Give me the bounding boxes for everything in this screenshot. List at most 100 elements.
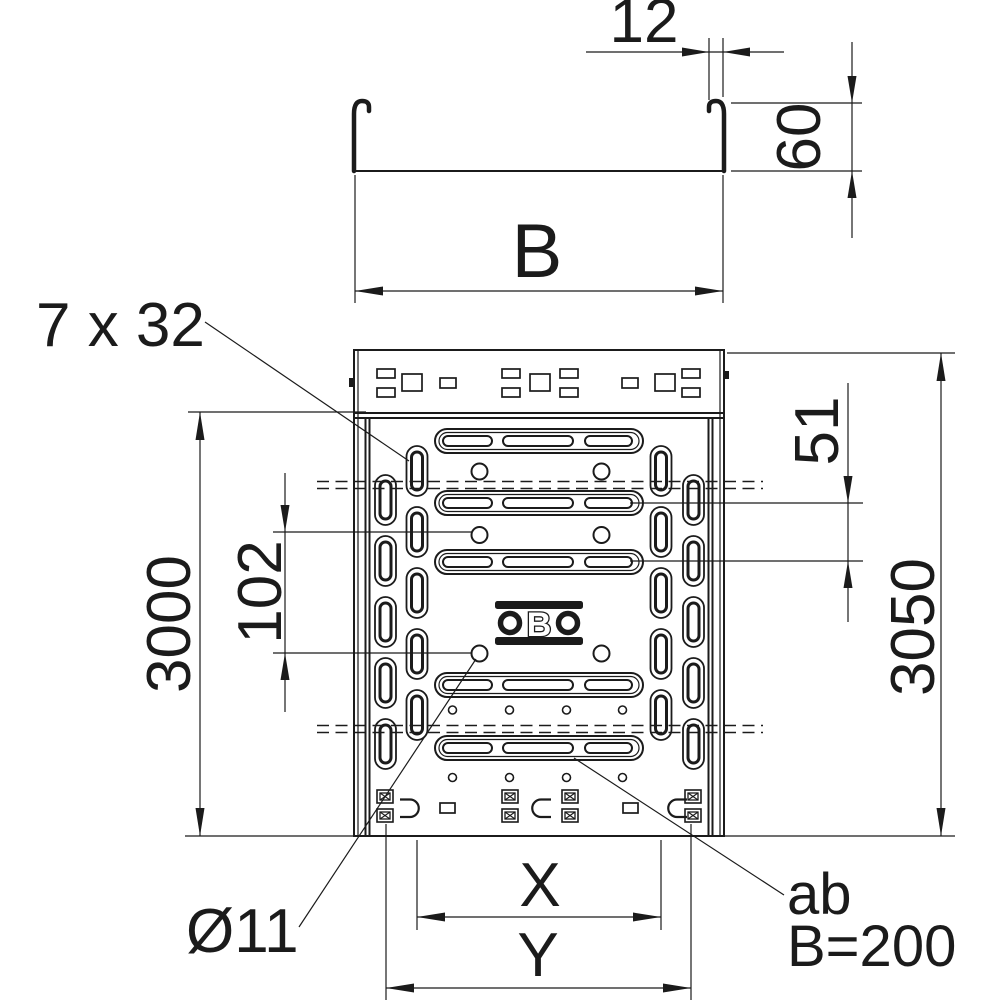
screw-head-outer <box>376 789 394 804</box>
rung-slot-outer <box>434 428 644 454</box>
mounting-hole <box>592 644 611 663</box>
dim-label-102: 102 <box>226 540 295 643</box>
dim-label-3000: 3000 <box>135 555 204 693</box>
dim-flange-lip-width: 12 <box>586 0 784 100</box>
rung-slot <box>584 556 633 568</box>
label-slot-size: 7 x 32 <box>36 291 205 360</box>
side-slot-inner <box>686 723 701 765</box>
rung-slot <box>502 679 574 691</box>
mounting-hole <box>470 526 489 544</box>
side-slot-inner <box>378 540 393 582</box>
screw-head-cross <box>564 811 576 820</box>
rung-slot-outer <box>434 549 644 575</box>
side-slot-inner <box>410 450 424 492</box>
coupler-slot <box>559 387 579 398</box>
side-slot-outer <box>682 657 705 709</box>
screw-head-inner <box>564 811 576 820</box>
rung-slot-mid <box>438 431 640 451</box>
coupler-left-tab <box>349 378 354 387</box>
coupler-slot <box>681 387 701 398</box>
obo-logo-bottom-bar <box>495 637 583 645</box>
perforation-pattern <box>374 368 705 823</box>
dim-hole-pitch-102: 102 <box>226 473 472 712</box>
screw-head-inner <box>504 811 516 820</box>
coupler-right-tab <box>724 371 729 379</box>
rung-slot-mid <box>438 675 640 695</box>
screw-head-inner <box>379 811 391 820</box>
dim-side-height: 60 <box>731 42 862 238</box>
dim-label-y: Y <box>517 921 558 990</box>
rung-slot <box>584 435 633 447</box>
side-slot-inner <box>654 633 668 675</box>
rung-slot <box>584 742 633 754</box>
rung-slot <box>502 556 574 568</box>
screw-head-inner <box>379 792 391 801</box>
coupler-square-hole <box>654 373 676 392</box>
side-slot-outer <box>682 474 705 526</box>
side-slot-outer <box>649 689 673 741</box>
mounting-hole <box>592 462 611 481</box>
screw-head-outer <box>501 789 519 804</box>
side-slot-outer <box>649 628 673 680</box>
side-slot-outer <box>374 657 397 709</box>
dim-label-B: B <box>512 209 563 294</box>
rung-slot <box>502 742 574 754</box>
side-slot-inner <box>378 601 393 643</box>
small-hole <box>617 705 628 715</box>
coupler-rect-hole <box>439 802 456 814</box>
side-slot-inner <box>378 723 393 765</box>
dim-length-3000: 3000 <box>135 411 366 837</box>
coupler-slot <box>681 368 701 379</box>
rung-slot-mid <box>438 552 640 572</box>
rung-slot-outer <box>434 735 644 761</box>
screw-head-cross <box>564 792 576 801</box>
mounting-hole <box>470 644 489 663</box>
screw-head-cross <box>379 811 391 820</box>
screw-head-outer <box>684 789 702 804</box>
dim-label-12: 12 <box>610 0 679 56</box>
side-slot-inner <box>654 450 668 492</box>
screw-head-cross <box>687 792 699 801</box>
screw-head-outer <box>501 808 519 823</box>
plan-view: B <box>317 349 763 837</box>
dim-label-3050: 3050 <box>879 558 948 696</box>
small-hole <box>561 772 572 783</box>
dim-label-60: 60 <box>765 103 834 172</box>
screw-head-cross <box>687 811 699 820</box>
rung-slot <box>502 497 574 509</box>
dim-y: Y <box>385 824 692 1000</box>
rung-slot <box>442 679 493 691</box>
dim-row-offset-51: 51 <box>630 383 863 622</box>
rung-slot <box>442 435 493 447</box>
dim-label-x: X <box>519 851 560 920</box>
side-slot-outer <box>374 535 397 587</box>
rung-slot <box>502 435 574 447</box>
screw-head-inner <box>687 811 699 820</box>
small-hole <box>447 705 458 715</box>
rung-slot <box>584 679 633 691</box>
small-hole <box>617 772 628 783</box>
dim-x: X <box>416 840 662 930</box>
note-leader-line <box>573 757 785 896</box>
coupler-slot <box>376 368 396 379</box>
side-slot-outer <box>649 567 673 619</box>
small-hole <box>504 772 515 783</box>
side-slot-inner <box>410 694 424 736</box>
screw-head-outer <box>376 808 394 823</box>
side-slot-outer <box>682 718 705 770</box>
screw-head-inner <box>504 792 516 801</box>
side-slot-outer <box>405 689 429 741</box>
side-slot-inner <box>654 511 668 553</box>
side-slot-inner <box>686 601 701 643</box>
section-view <box>351 98 727 174</box>
coupler-slot <box>501 387 521 398</box>
coupler-slot <box>559 368 579 379</box>
hole-diameter-leader-line <box>298 658 477 928</box>
side-slot-inner <box>686 479 701 521</box>
small-hole <box>561 705 572 715</box>
coupler-square-hole <box>401 373 423 392</box>
side-slot-outer <box>405 567 429 619</box>
rung-slot <box>442 556 493 568</box>
